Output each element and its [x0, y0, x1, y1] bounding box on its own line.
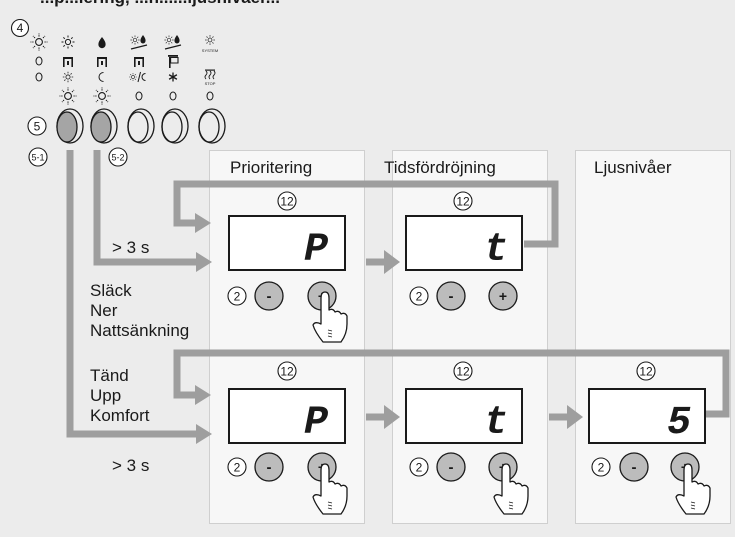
sun-system-icon: SYSTEM [202, 34, 218, 53]
marker-2: 2 [409, 286, 429, 306]
svg-text:2: 2 [416, 290, 423, 304]
svg-text:12: 12 [456, 365, 470, 379]
display-digit: t [484, 228, 508, 273]
led-off-icon [169, 91, 177, 101]
shutter-icon [97, 57, 107, 67]
arrow-heads [195, 213, 583, 444]
svg-text:5-1: 5-1 [31, 153, 44, 163]
rocker-button-4[interactable] [161, 108, 189, 144]
sun-small-icon [62, 71, 74, 83]
svg-text:12: 12 [639, 365, 653, 379]
lcd-display [228, 388, 346, 444]
led-off-icon [35, 56, 43, 66]
column-title-ljusnivaer: Ljusnivåer [594, 158, 672, 177]
svg-text:-: - [267, 459, 272, 476]
lcd-display [405, 215, 523, 271]
svg-text:-: - [632, 459, 637, 476]
marker-12: 12 [636, 361, 656, 381]
lcd-display [405, 388, 523, 444]
rocker-button-5[interactable] [198, 108, 226, 144]
minus-button[interactable]: - [254, 452, 284, 482]
minus-button[interactable]: - [619, 452, 649, 482]
display-digit: 5 [667, 401, 691, 446]
hold-label-bottom: > 3 s [112, 456, 150, 475]
sun-led-icon [92, 86, 112, 106]
svg-text:2: 2 [598, 461, 605, 475]
rocker-button-1[interactable] [56, 108, 84, 144]
shutter-icon [134, 57, 144, 67]
label-ner: Ner [90, 301, 118, 320]
svg-text:5-2: 5-2 [111, 153, 124, 163]
display-digit: t [484, 401, 508, 446]
sun-moon-icon [128, 71, 146, 83]
minus-button[interactable]: - [254, 281, 284, 311]
minus-button[interactable]: - [436, 281, 466, 311]
marker-12: 12 [453, 361, 473, 381]
svg-text:SYSTEM: SYSTEM [202, 48, 218, 53]
drop-icon [98, 37, 106, 49]
column-title-prioritering: Prioritering [230, 158, 313, 177]
label-tand: Tänd [90, 366, 129, 385]
snowflake-icon [168, 72, 178, 82]
marker-5-2: 5-2 [108, 147, 128, 167]
svg-text:12: 12 [280, 195, 294, 209]
heat-stop-icon: STOP [204, 69, 216, 86]
svg-text:2: 2 [234, 290, 241, 304]
sun-drop-slope-icon [130, 35, 148, 50]
label-komfort: Komfort [90, 406, 150, 425]
svg-text:2: 2 [416, 461, 423, 475]
label-nattsankning: Nattsänkning [90, 321, 190, 340]
svg-text:4: 4 [17, 21, 24, 35]
marker-5-1: 5-1 [28, 147, 48, 167]
marker-2: 2 [227, 457, 247, 477]
led-off-icon [206, 91, 214, 101]
marker-2: 2 [227, 286, 247, 306]
flag-icon [168, 55, 179, 68]
sun-small-icon [61, 35, 75, 49]
label-slack: Släck [90, 281, 132, 300]
sun-drop-slope-icon [164, 35, 182, 50]
svg-text:-: - [449, 459, 454, 476]
cropped-header-text: ...p...iering, ...h......ljusnivåer... [40, 0, 280, 8]
lcd-display [228, 215, 346, 271]
svg-text:-: - [449, 288, 454, 305]
column-title-tidsfordrojning: Tidsfördröjning [384, 158, 496, 177]
rocker-button-2[interactable] [90, 108, 118, 144]
display-digit: P [304, 401, 328, 446]
led-off-icon [135, 91, 143, 101]
rocker-button-3[interactable] [127, 108, 155, 144]
moon-icon [98, 72, 104, 82]
label-upp: Upp [90, 386, 122, 405]
marker-5: 5 [27, 116, 47, 136]
marker-4: 4 [10, 18, 30, 38]
shutter-icon [63, 57, 73, 67]
lcd-display [588, 388, 706, 444]
led-off-icon [35, 72, 43, 82]
svg-text:12: 12 [456, 195, 470, 209]
marker-2: 2 [591, 457, 611, 477]
sun-led-icon [58, 86, 78, 106]
minus-button[interactable]: - [436, 452, 466, 482]
plus-button[interactable]: + [488, 281, 518, 311]
svg-text:STOP: STOP [205, 81, 216, 86]
svg-text:2: 2 [234, 461, 241, 475]
svg-text:5: 5 [34, 120, 41, 134]
marker-12: 12 [277, 361, 297, 381]
svg-text:-: - [267, 288, 272, 305]
hold-label-top: > 3 s [112, 238, 150, 257]
display-digit: P [304, 228, 328, 273]
svg-text:12: 12 [280, 365, 294, 379]
svg-text:+: + [499, 288, 507, 304]
cropped-header: ...p...iering, ...h......ljusnivåer... [0, 0, 735, 8]
marker-2: 2 [409, 457, 429, 477]
marker-12: 12 [453, 191, 473, 211]
marker-12: 12 [277, 191, 297, 211]
sun-icon [29, 32, 49, 52]
